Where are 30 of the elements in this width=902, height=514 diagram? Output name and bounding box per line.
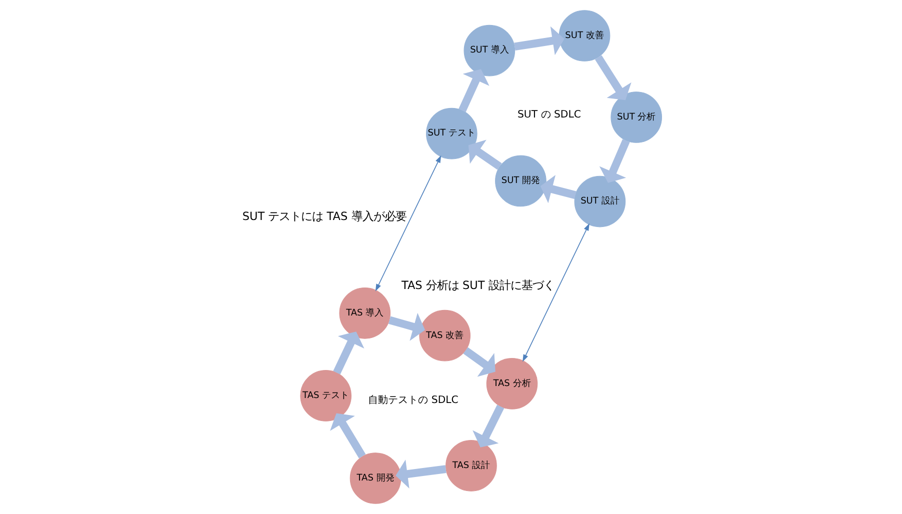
arrow bbox=[468, 140, 502, 170]
label: 自動テストの SDLC bbox=[368, 394, 458, 406]
arrow bbox=[396, 460, 446, 488]
node-circle: TAS 改善 bbox=[419, 310, 471, 362]
node-circle: TAS 導入 bbox=[339, 287, 391, 339]
arrow bbox=[472, 404, 504, 448]
arrow bbox=[463, 347, 496, 377]
arrow bbox=[540, 175, 576, 204]
node-circle: SUT 導入 bbox=[464, 24, 516, 76]
node-circle: SUT 改善 bbox=[558, 10, 610, 62]
arrow bbox=[514, 26, 564, 56]
arrow bbox=[594, 55, 632, 100]
edge-label: SUT テストには TAS 導入が必要 bbox=[242, 210, 406, 223]
arrow bbox=[375, 155, 442, 292]
arrow bbox=[333, 332, 364, 374]
node-circle: TAS 開発 bbox=[350, 452, 402, 504]
node-circle: TAS 設計 bbox=[446, 440, 497, 492]
node-circle: TAS テスト bbox=[300, 370, 352, 422]
label: SUT の SDLC bbox=[517, 109, 581, 120]
node-circle: SUT 開発 bbox=[495, 155, 546, 207]
node-circle: SUT 分析 bbox=[610, 92, 662, 143]
arrow bbox=[330, 413, 366, 458]
edge-label: TAS 分析は SUT 設計に基づく bbox=[401, 279, 554, 292]
arrow bbox=[458, 69, 490, 112]
arrow bbox=[599, 139, 630, 183]
arrow bbox=[522, 223, 590, 362]
node-circle: SUT 設計 bbox=[574, 176, 626, 228]
node-circle: SUT テスト bbox=[426, 108, 478, 160]
node-circle: TAS 分析 bbox=[486, 358, 538, 410]
arrow bbox=[388, 312, 426, 341]
